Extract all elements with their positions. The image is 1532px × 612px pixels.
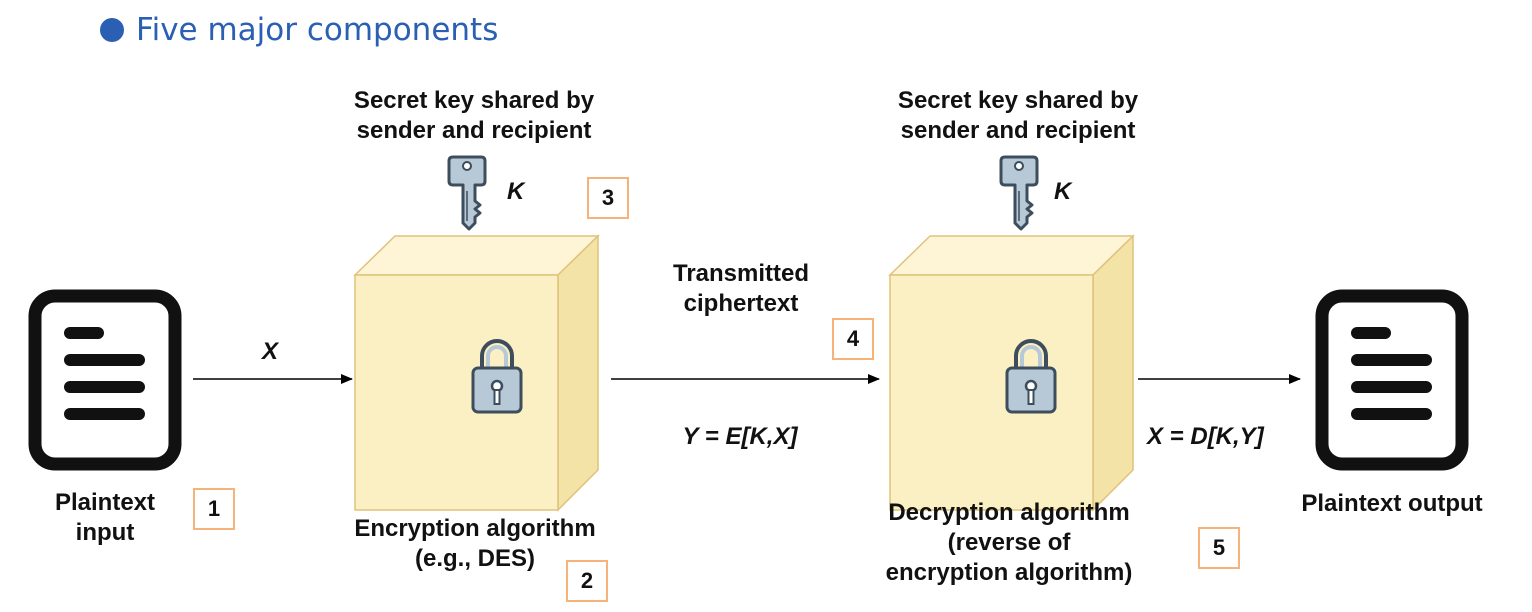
left-key-label: Secret key shared by sender and recipien… bbox=[354, 86, 594, 146]
encryption-box bbox=[353, 234, 600, 512]
bullet-icon bbox=[100, 18, 124, 42]
heading: Five major components bbox=[100, 8, 498, 52]
left-key-label-line1: Secret key shared by bbox=[353, 87, 595, 114]
encryption-label: Encryption algorithm (e.g., DES) bbox=[354, 514, 595, 574]
decryption-label-line2: (reverse of bbox=[947, 529, 1071, 556]
encryption-label-line1: Encryption algorithm bbox=[354, 515, 596, 542]
encryption-label-line2: (e.g., DES) bbox=[414, 545, 536, 572]
plaintext-input-label: Plaintext input bbox=[55, 488, 155, 548]
ciphertext-label-line1: Transmitted bbox=[672, 260, 810, 287]
right-key-symbol: K bbox=[1054, 178, 1072, 205]
ciphertext-label-line2: ciphertext bbox=[683, 290, 799, 317]
encryption-lock-icon bbox=[471, 339, 523, 414]
decryption-lock-icon bbox=[1005, 339, 1057, 414]
decryption-label: Decryption algorithm (reverse of encrypt… bbox=[886, 498, 1133, 588]
plaintext-input-label-line1: Plaintext bbox=[54, 489, 156, 516]
arrow-x-label: X bbox=[262, 338, 279, 365]
ciphertext-formula: Y = E[K,X] bbox=[682, 423, 798, 450]
right-key-label: Secret key shared by sender and recipien… bbox=[898, 86, 1138, 146]
decryption-label-line1: Decryption algorithm bbox=[888, 499, 1130, 526]
right-key-label-line2: sender and recipient bbox=[900, 117, 1136, 144]
component-number-4: 4 bbox=[832, 318, 874, 360]
decryption-label-line3: encryption algorithm) bbox=[885, 559, 1133, 586]
component-number-5: 5 bbox=[1198, 527, 1240, 569]
left-key-icon bbox=[447, 155, 487, 231]
left-key-label-line2: sender and recipient bbox=[356, 117, 592, 144]
right-key-icon bbox=[999, 155, 1039, 231]
decryption-formula: X = D[K,Y] bbox=[1147, 423, 1264, 450]
left-key-symbol: K bbox=[507, 178, 525, 205]
heading-text: Five major components bbox=[136, 12, 499, 48]
right-key-label-line1: Secret key shared by bbox=[897, 87, 1139, 114]
component-number-2: 2 bbox=[566, 560, 608, 602]
component-number-3: 3 bbox=[587, 177, 629, 219]
plaintext-output-label: Plaintext output bbox=[1301, 490, 1483, 517]
plaintext-output-document-icon bbox=[1315, 289, 1469, 471]
ciphertext-label: Transmitted ciphertext bbox=[673, 259, 809, 319]
plaintext-input-label-line2: input bbox=[75, 519, 135, 546]
plaintext-input-document-icon bbox=[28, 289, 182, 471]
decryption-box bbox=[888, 234, 1135, 512]
component-number-1: 1 bbox=[193, 488, 235, 530]
